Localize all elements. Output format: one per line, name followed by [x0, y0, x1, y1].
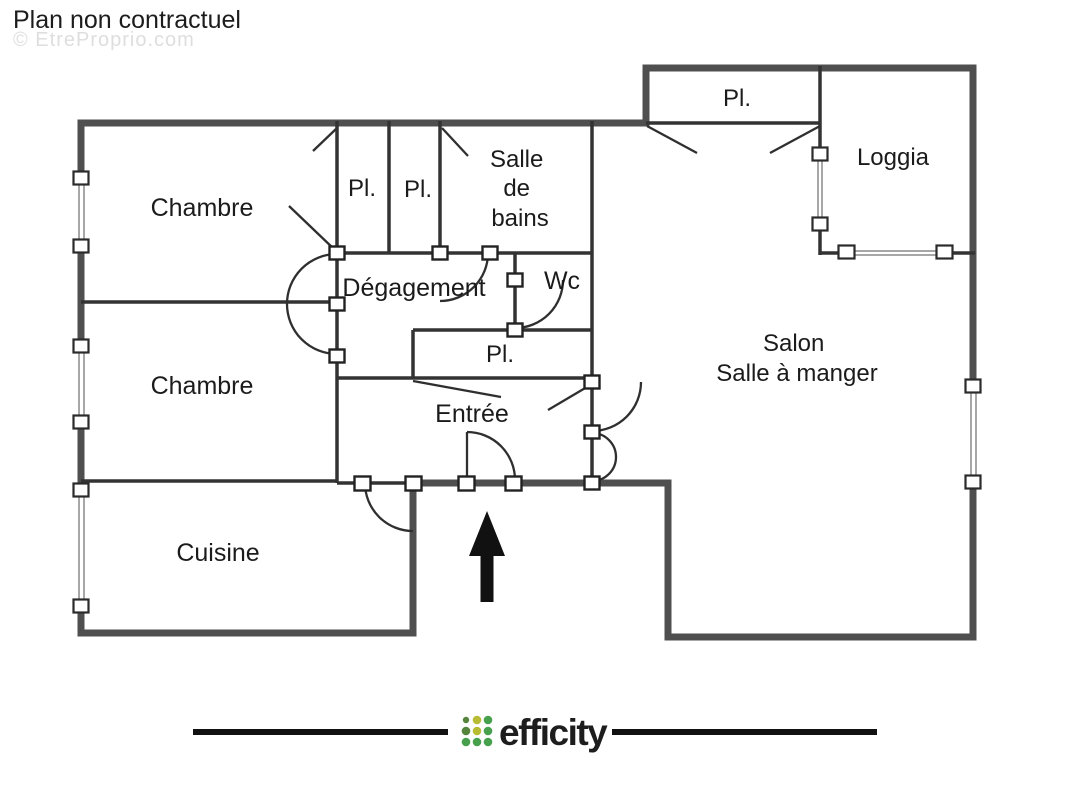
door-hinge-squares: [328, 245, 601, 492]
room-label-placard-haut: Pl.: [723, 85, 751, 112]
window-end-square: [72, 414, 90, 430]
room-label-loggia: Loggia: [857, 144, 930, 171]
footer-rule-right: [612, 729, 877, 735]
window-end-square: [964, 474, 982, 490]
room-label-chambre-1: Chambre: [151, 194, 254, 222]
window-end-square: [811, 216, 829, 232]
room-label-salon: Salon Salle à manger: [716, 330, 877, 387]
room-label-placard-entree: Pl.: [486, 341, 514, 368]
entrance-arrow-icon: [469, 511, 505, 602]
room-label-salle-de-bains: Salle de bains: [490, 146, 550, 232]
footer-rule-left: [193, 729, 448, 735]
windows: [72, 146, 982, 614]
window-end-square: [935, 244, 954, 260]
room-label-wc: Wc: [544, 267, 580, 295]
room-label-placard-1: Pl.: [348, 175, 376, 202]
window-end-square: [72, 598, 90, 614]
room-label-chambre-2: Chambre: [151, 372, 254, 400]
footer-brand: efficity: [193, 712, 877, 753]
window-end-square: [72, 238, 90, 254]
efficity-logo-dots-icon: [461, 715, 493, 747]
room-label-entree: Entrée: [435, 400, 509, 428]
interior-walls: [81, 66, 975, 485]
window-end-square: [72, 482, 90, 498]
window-end-square: [837, 244, 856, 260]
room-label-placard-2: Pl.: [404, 176, 432, 203]
window-end-square: [964, 378, 982, 394]
window-end-square: [811, 146, 829, 162]
room-label-degagement: Dégagement: [342, 274, 485, 302]
page-title: Plan non contractuel: [13, 6, 241, 34]
window-end-square: [72, 338, 90, 354]
efficity-brand-text: efficity: [499, 712, 608, 753]
exterior-walls: [77, 64, 977, 641]
window-end-square: [72, 170, 90, 186]
room-label-cuisine: Cuisine: [176, 539, 259, 567]
watermark: © EtreProprio.com: [13, 29, 195, 51]
